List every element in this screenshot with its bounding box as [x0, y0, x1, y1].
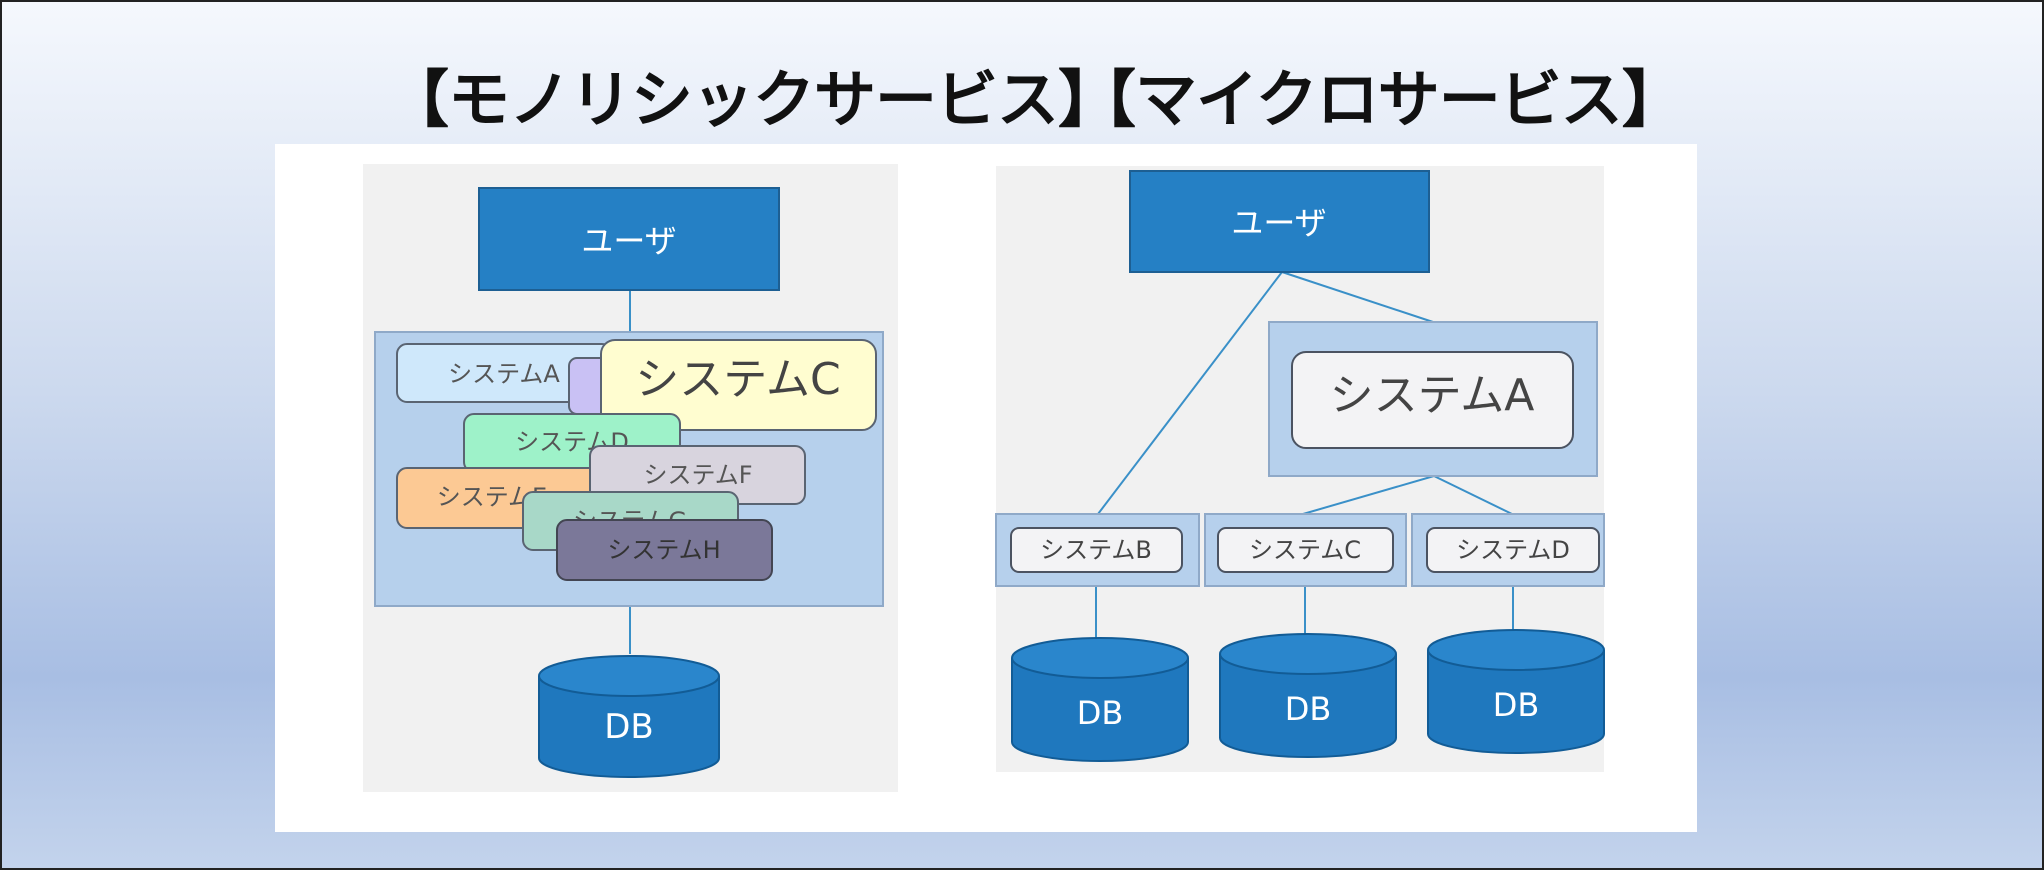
micro-user-to-a-line [1281, 271, 1434, 323]
micro-db-b-cylinder: DB [1011, 637, 1189, 762]
microservice-diagram: ユーザ システムA システムB システムC [995, 166, 1605, 772]
micro-db-b-label: DB [1077, 694, 1124, 732]
micro-a-to-c-line [1302, 475, 1435, 515]
micro-system-c: システムC [1217, 527, 1394, 573]
monolith-system-h-label: システムH [607, 536, 720, 564]
micro-system-a: システムA [1291, 351, 1574, 449]
monolith-diagram: ユーザ システムA システムC システムD [363, 164, 898, 792]
monolith-user-box: ユーザ [478, 187, 780, 291]
micro-system-b: システムB [1010, 527, 1183, 573]
monolith-system-a: システムA [396, 343, 613, 403]
monolith-user-label: ユーザ [581, 222, 676, 260]
micro-user-box: ユーザ [1129, 170, 1430, 273]
monolith-db-cylinder: DB [538, 655, 720, 778]
monolith-system-f-label: システムF [643, 461, 752, 489]
micro-db-c-cylinder: DB [1219, 633, 1397, 758]
micro-db-d-cylinder: DB [1427, 629, 1605, 754]
micro-system-c-label: システムC [1249, 536, 1361, 564]
monolith-system-h: システムH [556, 519, 773, 581]
micro-system-a-label: システムA [1330, 370, 1535, 421]
micro-system-d-label: システムD [1456, 536, 1570, 564]
microservice-heading: 【マイクロサービス】 [1074, 63, 1684, 136]
micro-a-to-d-line [1433, 475, 1513, 515]
micro-db-d-label: DB [1493, 686, 1540, 724]
monolith-system-f: システムF [589, 445, 806, 505]
micro-user-to-b-line [1097, 271, 1283, 515]
monolith-db-label: DB [604, 707, 654, 747]
monolith-system-c: システムC [600, 339, 877, 431]
micro-system-b-label: システムB [1040, 536, 1152, 564]
monolith-heading: 【モノリシックサービス】 [387, 63, 1120, 136]
monolith-system-c-label: システムC [635, 354, 840, 405]
micro-db-c-label: DB [1285, 690, 1332, 728]
monolith-system-a-label: システムA [448, 360, 560, 388]
micro-user-label: ユーザ [1231, 204, 1326, 242]
micro-system-d: システムD [1426, 527, 1600, 573]
